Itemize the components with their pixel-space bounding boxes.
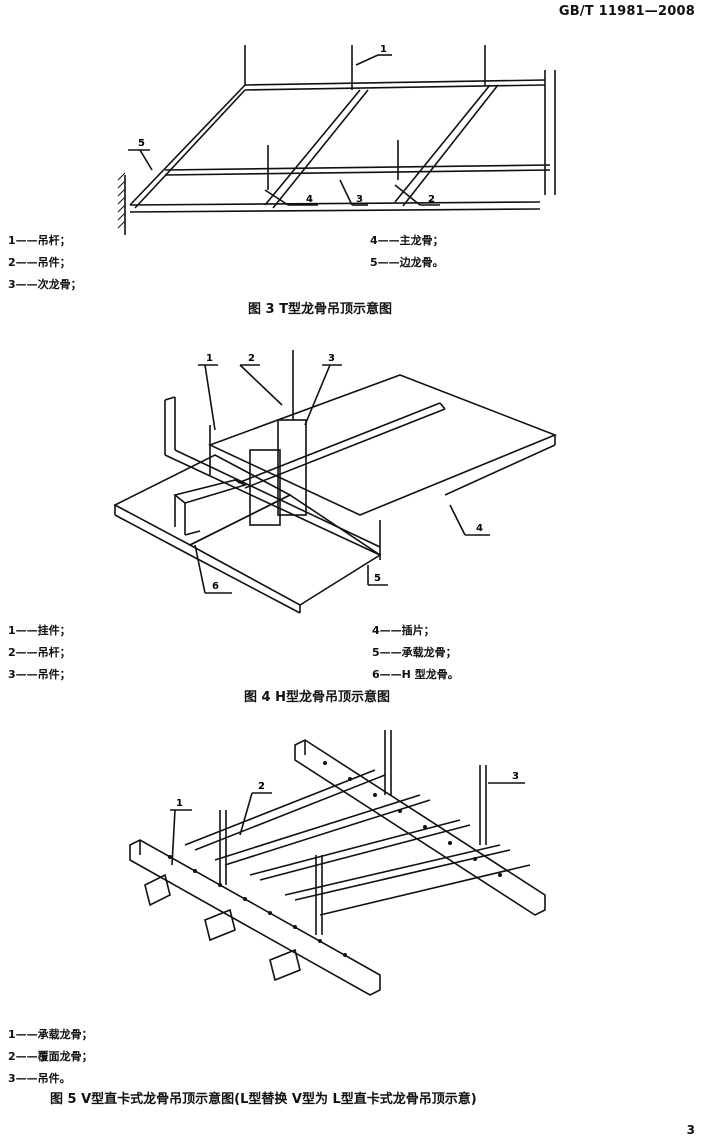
figure-3-drawing: 1 2 3 4 5 [117,44,556,235]
standard-number: GB/T 11981—2008 [558,4,695,19]
fig3-callout-2: 2 [428,194,435,205]
fig5-legend: 1——承载龙骨； 2——覆面龙骨； 3——吊件。 [8,1024,93,1090]
fig4-callout-4: 4 [476,523,483,534]
figure-4-drawing: 1 2 3 4 5 6 [113,350,558,614]
fig5-callout-2: 2 [258,781,265,792]
fig3-callout-3: 3 [356,194,363,205]
fig4-legend-right: 4——插片； 5——承载龙骨； 6——H 型龙骨。 [372,620,459,686]
fig3-legend-left: 1——吊杆； 2——吊件； 3——次龙骨； [8,230,82,296]
legend-item: 2——吊杆； [8,646,71,659]
fig3-callout-5: 5 [138,138,145,149]
fig5-callout-1: 1 [176,798,183,809]
fig4-legend-left: 1——挂件； 2——吊杆； 3——吊件； [8,620,71,686]
legend-item: 1——挂件； [8,624,71,637]
page-number: 3 [686,1123,695,1137]
fig3-legend-right: 4——主龙骨； 5——边龙骨。 [370,230,444,274]
fig5-caption: 图 5 V型直卡式龙骨吊顶示意图(L型替换 V型为 L型直卡式龙骨吊顶示意) [50,1092,477,1107]
figure-5-drawing: 1 2 3 [129,730,546,996]
legend-item: 5——承载龙骨； [372,646,457,659]
legend-item: 2——吊件； [8,256,71,269]
legend-item: 3——吊件； [8,668,71,681]
legend-item: 4——主龙骨； [370,234,444,247]
fig4-callout-6: 6 [212,581,219,592]
legend-item: 3——次龙骨； [8,278,82,291]
legend-item: 6——H 型龙骨。 [372,668,459,681]
fig4-callout-2: 2 [248,353,255,364]
legend-item: 1——承载龙骨； [8,1028,93,1041]
fig4-callout-1: 1 [206,353,213,364]
fig3-callout-1: 1 [380,44,387,55]
fig3-caption: 图 3 T型龙骨吊顶示意图 [248,302,392,317]
legend-item: 2——覆面龙骨； [8,1050,93,1063]
legend-item: 4——插片； [372,624,435,637]
legend-item: 3——吊件。 [8,1072,71,1085]
fig3-callout-4: 4 [306,194,313,205]
fig4-caption: 图 4 H型龙骨吊顶示意图 [244,690,390,705]
fig4-callout-5: 5 [374,573,381,584]
fig4-callout-3: 3 [328,353,335,364]
legend-item: 1——吊杆； [8,234,71,247]
fig5-callout-3: 3 [512,771,519,782]
legend-item: 5——边龙骨。 [370,256,444,269]
